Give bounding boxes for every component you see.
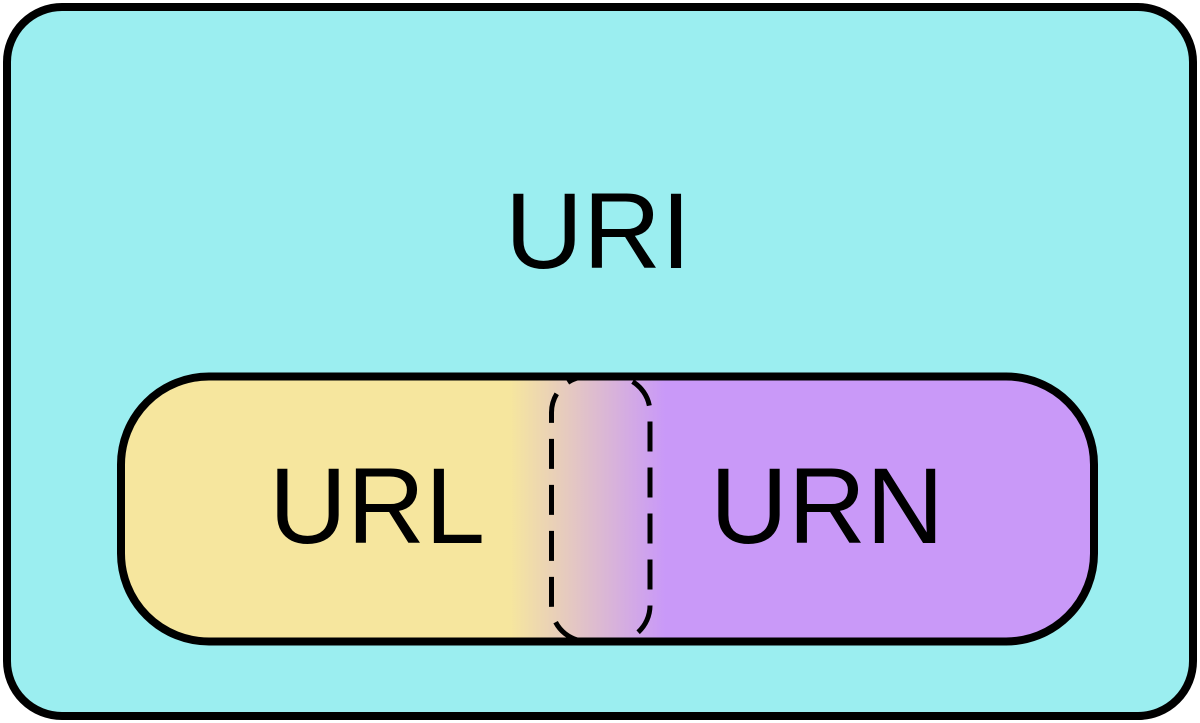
uri-label: URI (505, 170, 691, 291)
urn-label: URN (710, 445, 944, 566)
url-urn-capsule (117, 372, 1098, 646)
url-label: URL (269, 445, 485, 566)
url-urn-overlap-dashed-outline (549, 374, 653, 644)
